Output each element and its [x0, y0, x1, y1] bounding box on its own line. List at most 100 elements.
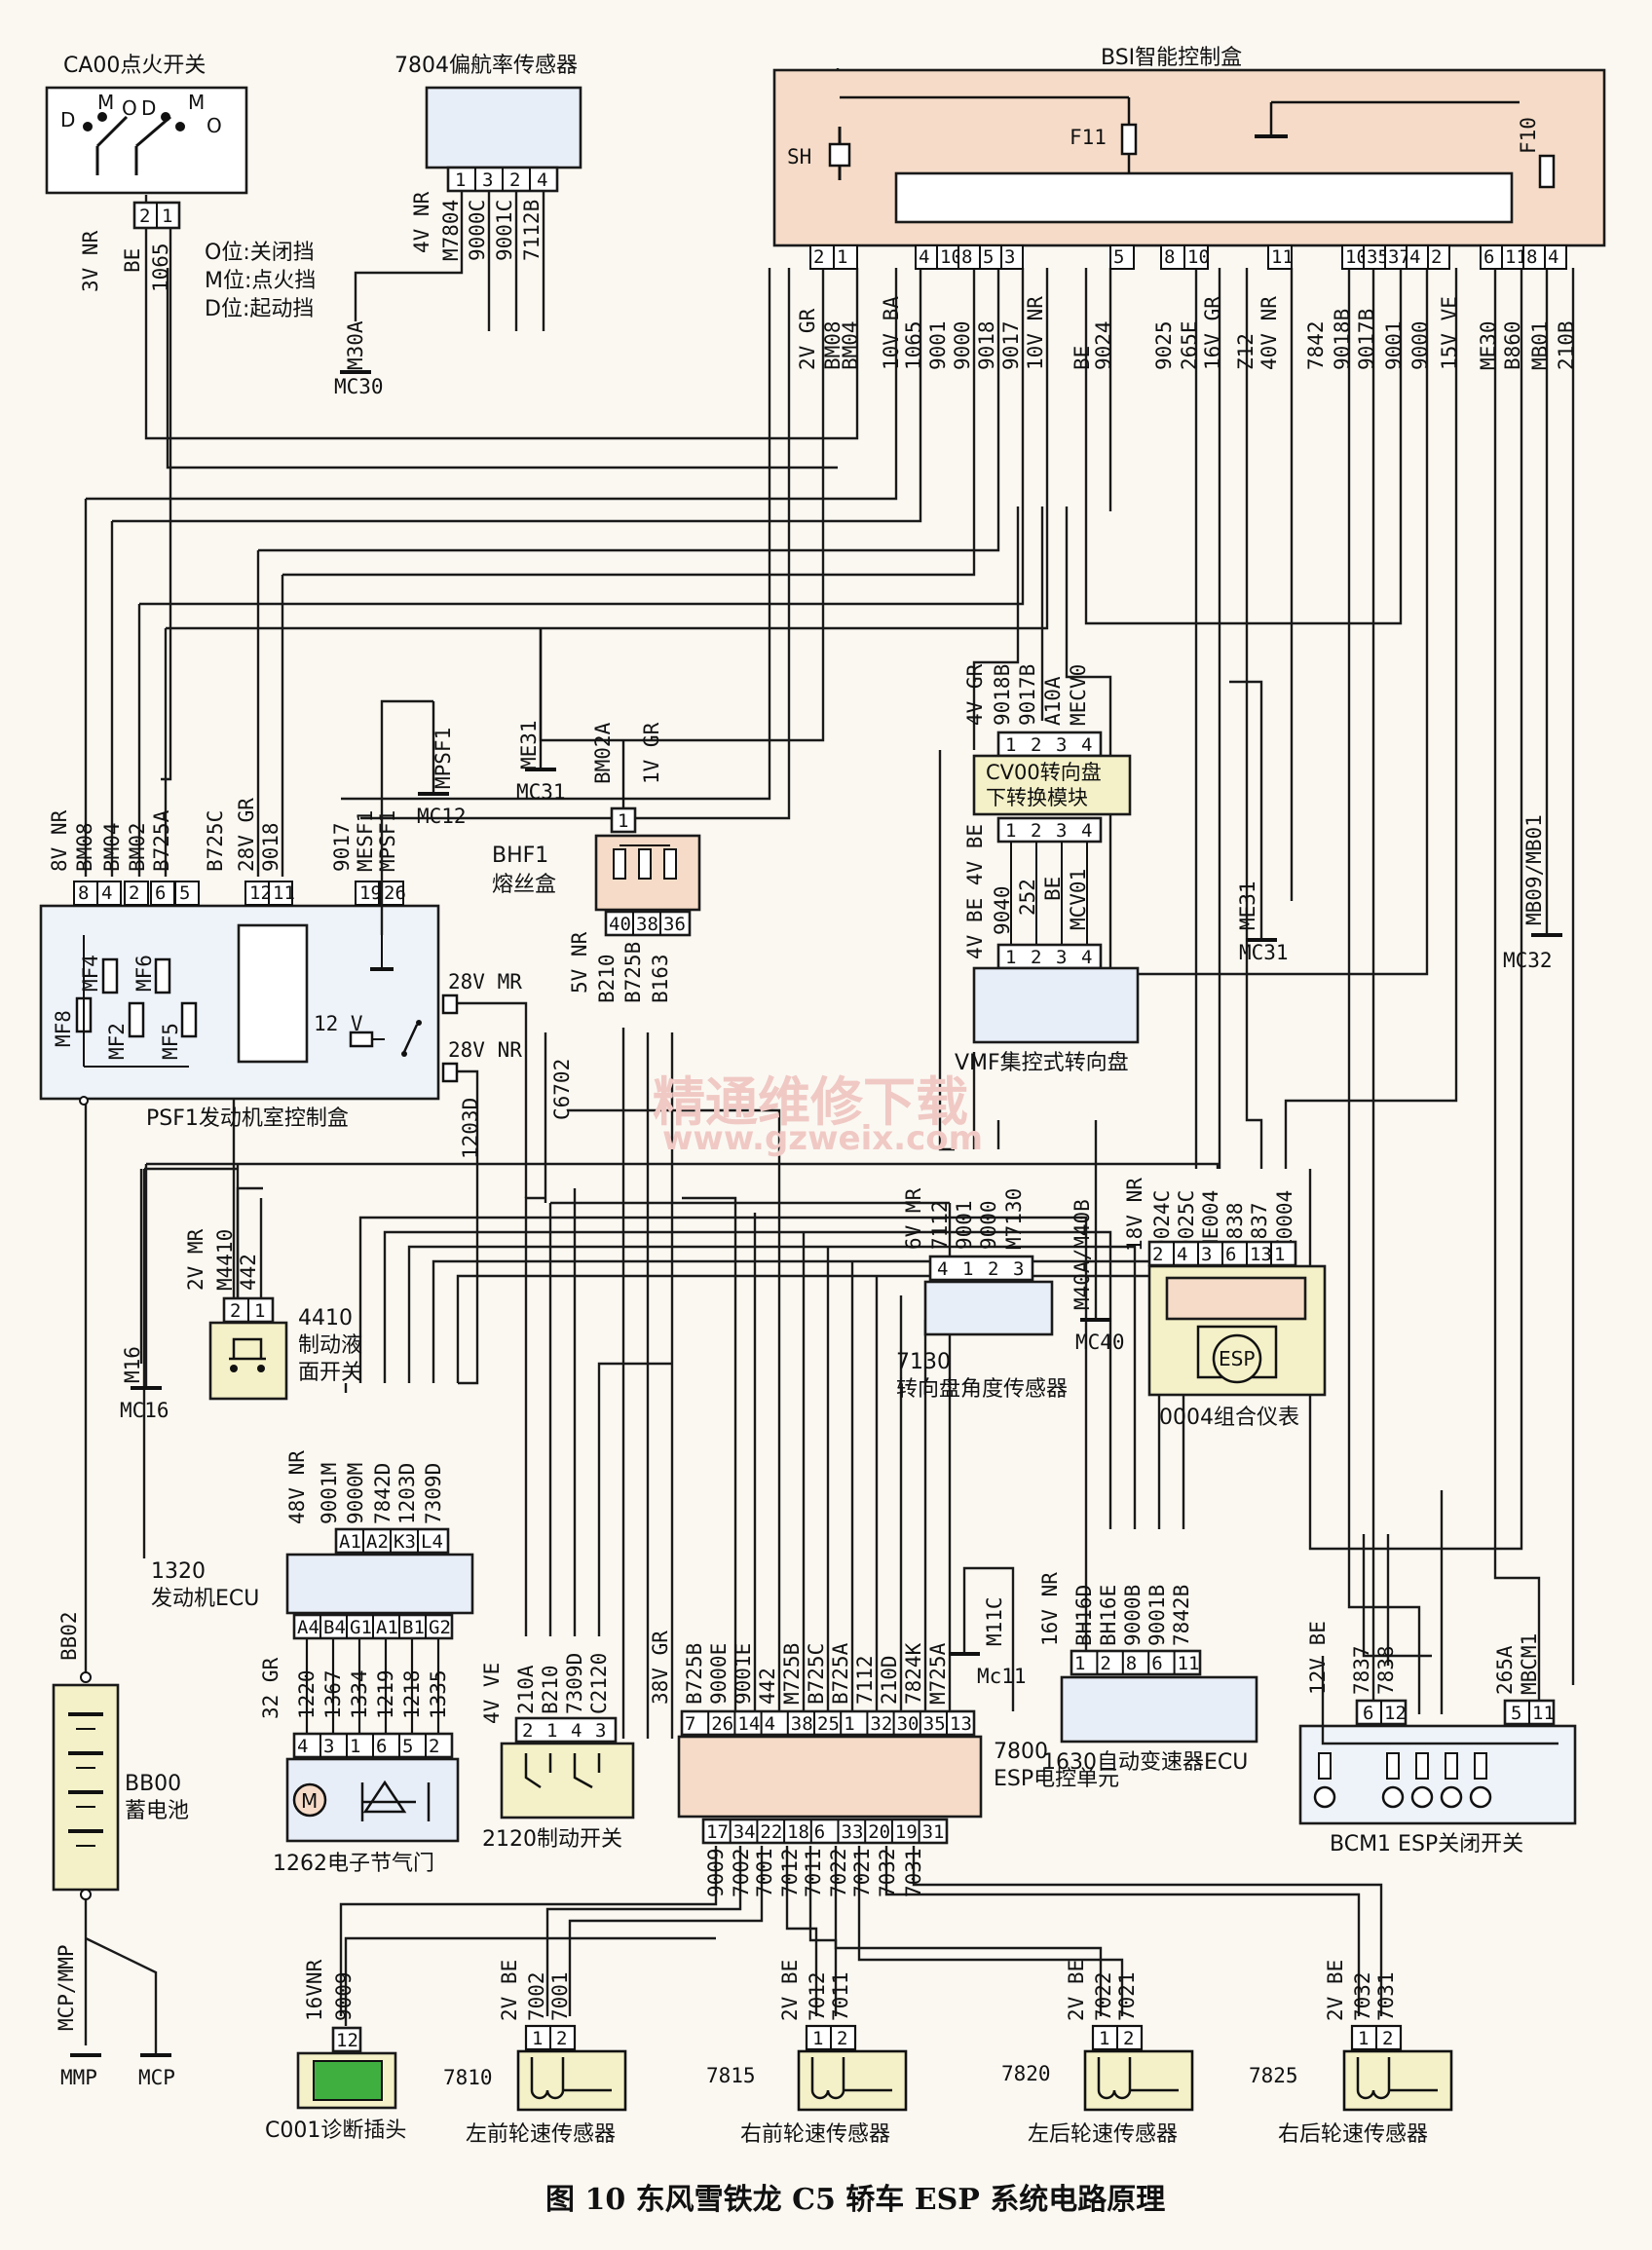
psf1-pin: 4 — [101, 882, 112, 904]
bsi-wire-label: 9001 — [1382, 320, 1406, 370]
esp-pin: 6 — [814, 1821, 825, 1843]
esp-top-wire-label: 7824K — [902, 1642, 925, 1705]
ca00-contact-d1: D — [60, 108, 75, 131]
e1320-top-wire: 9001M — [318, 1463, 341, 1524]
bsi-wire-label: 9017 — [999, 320, 1023, 370]
bsi-wire-label: 1065 — [902, 320, 925, 370]
fuse-icon — [101, 957, 119, 994]
t1630-wire: 7842B — [1170, 1585, 1193, 1646]
bhf1-fuse-box: BM02A 1V GR 1 40 38 36 BHF1 熔丝盒 5V NR B2… — [492, 722, 701, 1003]
ground-m11c: M11C Mc11 — [947, 1566, 1027, 1711]
svg-text:M: M — [301, 1789, 318, 1813]
e1320-bottom-wire: 1220 — [295, 1669, 319, 1719]
bsi-pin: 37 — [1388, 246, 1410, 268]
s7804-wire-label: 4V NR — [410, 191, 433, 253]
cv00-top-wire: 9018B — [991, 664, 1014, 726]
psf1-wire-label: 9017 — [330, 822, 354, 872]
c0004-wire: 18V NR — [1123, 1178, 1146, 1252]
psf1-ground-wire: MPSF1 — [432, 728, 455, 789]
esp-top-wire-label: 210D — [878, 1655, 901, 1705]
c0004-title: 0004组合仪表 — [1159, 1406, 1299, 1430]
e1320-bottom-wire: 1335 — [427, 1669, 450, 1719]
s7130-pin: 1 — [962, 1258, 973, 1280]
bhf1-pin: 38 — [636, 914, 658, 935]
mb09-wire: MB09/MB01 — [1522, 814, 1546, 925]
esp-bottom-wire-label: 7011 — [802, 1848, 825, 1897]
instrument-cluster-0004: 18V NR 9024C 9025C ME004 7838 7837 Z0004… — [1123, 1178, 1327, 1430]
wheel-pin: 1 — [812, 2028, 823, 2049]
e1320-bottom-wire: 1219 — [374, 1669, 397, 1719]
wheel-wire: 7002 — [525, 1971, 548, 2021]
e1320-top-wire: 7309D — [422, 1463, 445, 1524]
fuse-icon: F10 — [1517, 117, 1556, 189]
psf1-relay-label: 12 V — [314, 1012, 363, 1035]
bb00-title: BB00 — [125, 1772, 181, 1796]
bb00-ground: MCP — [138, 2066, 175, 2089]
esp-pin: 34 — [733, 1821, 756, 1843]
e1320-bottom-wire: 1218 — [400, 1669, 424, 1719]
ground-mb09: MB09/MB01 MC32 — [1503, 814, 1564, 972]
psf1-out-label: 28V NR — [448, 1038, 522, 1062]
psf1-wire-label: BM04 — [100, 822, 124, 872]
esp-bottom-wire-label: 7032 — [876, 1848, 899, 1897]
esp-lamp-icon: ESP — [1212, 1333, 1262, 1384]
ca00-contact-m1: M — [97, 91, 114, 114]
ca00-legend: D位:起动挡 — [205, 297, 314, 321]
psf1-out-wire: C6702 — [550, 1059, 574, 1120]
e1320-top-wire: 48V NR — [285, 1450, 309, 1524]
me31-mid-wire: ME31 — [1236, 881, 1259, 930]
cv00-pin: 1 — [1005, 820, 1016, 842]
wheel-title: 右后轮速传感器 — [1278, 2122, 1428, 2147]
bsi-wire-label: 15V VE — [1438, 296, 1461, 370]
bcm1-wire: 7837 — [1350, 1645, 1373, 1695]
bsi-sh-label: SH — [787, 145, 811, 169]
wheel-pin: 1 — [532, 2028, 543, 2049]
psf1-pin: 8 — [78, 882, 89, 904]
brake-fluid-level-switch-4410: 2V MR M4410 442 2 1 4410 制动液 面开关 — [184, 1186, 362, 1401]
speed-sensor-coil-icon — [1356, 2057, 1438, 2100]
bsi-wire-label: 210B — [1555, 320, 1578, 370]
psf1-pin: 6 — [155, 882, 166, 904]
esp-pin: 38 — [791, 1713, 813, 1735]
bhf1-wire-label: B163 — [649, 954, 672, 1003]
esp-pin: 1 — [844, 1713, 854, 1735]
bsi-wire-label: MB01 — [1528, 320, 1552, 370]
e1320-top-wire: 1203D — [395, 1463, 419, 1524]
bsi-wire-label: 9017B — [1355, 309, 1378, 370]
psf1-wire-label: 28V GR — [235, 798, 258, 872]
s7130-wire: 7112 — [928, 1200, 952, 1250]
s7130-wire: M7130 — [1002, 1188, 1026, 1250]
bsi-wire-label: 10V NR — [1024, 296, 1047, 370]
psf1-pin: 12 — [249, 882, 272, 904]
bhf1-wire-label: 5V NR — [568, 931, 591, 994]
s7804-title: 7804偏航率传感器 — [394, 54, 578, 78]
vmf-pin: 4 — [1081, 947, 1092, 968]
s4410-title: 面开关 — [298, 1361, 362, 1385]
wheel-code: 7820 — [1001, 2062, 1051, 2085]
bsi-pin: 2 — [1431, 246, 1442, 268]
ca00-pin: 1 — [162, 206, 172, 227]
esp-pin: 17 — [706, 1821, 729, 1843]
ca00-pin: 2 — [139, 206, 150, 227]
s2120-title: 2120制动开关 — [482, 1827, 622, 1852]
s7130-wire: 6V MR — [902, 1187, 925, 1250]
e1320-top-wire: 9000M — [344, 1463, 367, 1524]
psf1-out-label: 28V MR — [448, 970, 522, 994]
bsi-wire-label: 9000 — [951, 320, 974, 370]
s7130-pin: 2 — [988, 1258, 998, 1280]
c0004-pin: 2 — [1152, 1244, 1163, 1265]
e1320-bottom-wire: 1334 — [348, 1669, 371, 1719]
esp-pin: 30 — [897, 1713, 920, 1735]
psf1-wire-label: MESF1 — [354, 810, 377, 872]
bsi-pin: 5 — [1113, 246, 1124, 268]
s7804-wire-label: 9001C — [493, 200, 516, 261]
s2120-pin: 2 — [522, 1720, 533, 1742]
wire-harness — [76, 68, 1575, 2055]
bsi-pin: 8 — [961, 246, 972, 268]
c001-title: C001诊断插头 — [265, 2119, 406, 2143]
c0004-pin: 3 — [1201, 1244, 1212, 1265]
bcm1-wire: 265A — [1493, 1645, 1517, 1695]
